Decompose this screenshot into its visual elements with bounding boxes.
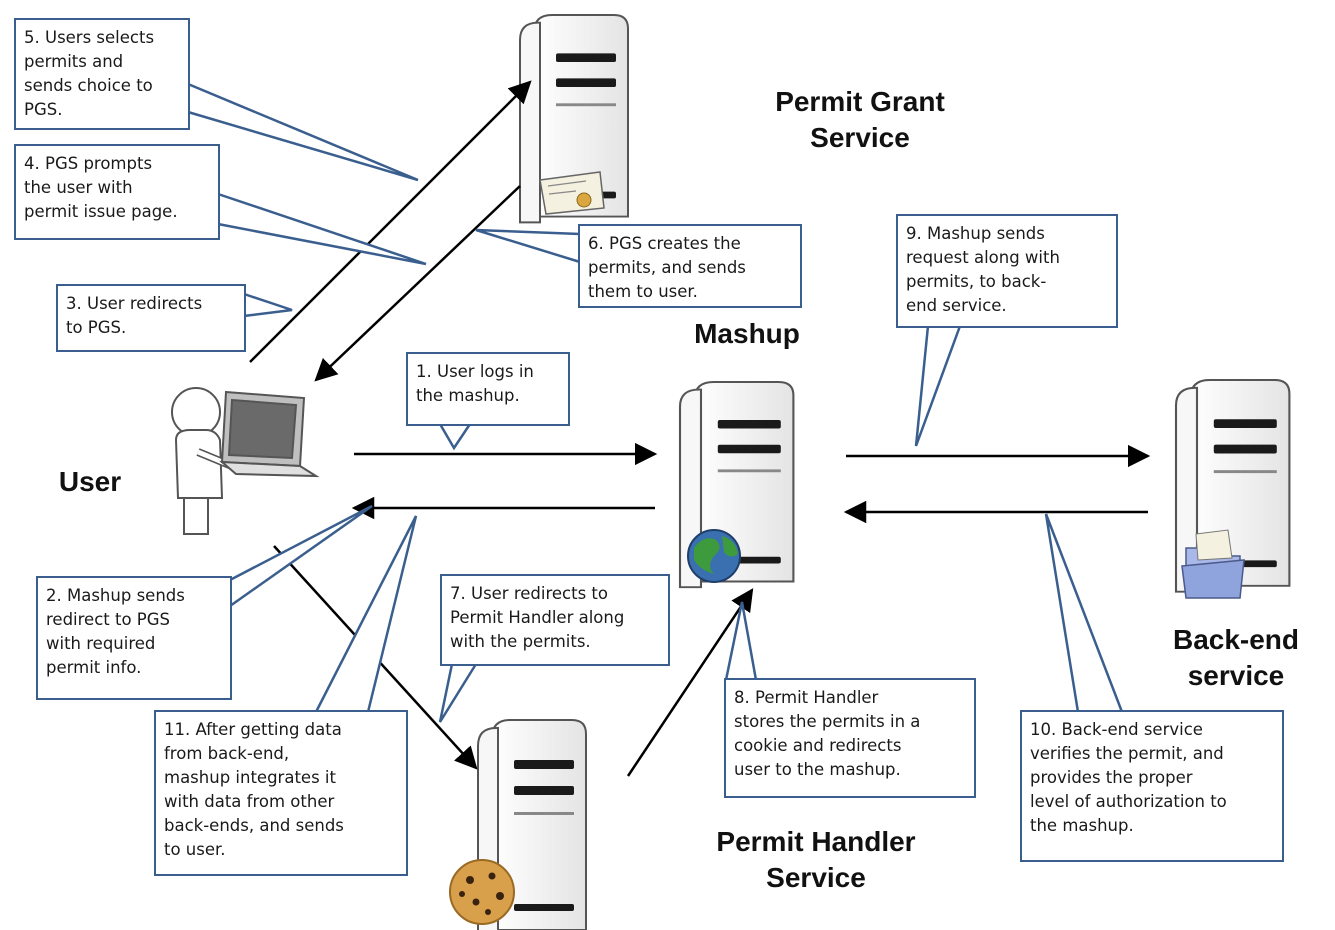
phs-label-line-2: Service xyxy=(766,862,866,894)
arrow-pgs-to-user xyxy=(314,185,521,382)
step-6-callout: 6. PGS creates the permits, and sends th… xyxy=(578,224,802,308)
step-9-callout: 9. Mashup sends request along with permi… xyxy=(896,214,1118,328)
step-11-callout: 11. After getting data from back-end, ma… xyxy=(154,710,408,876)
folder-icon xyxy=(1181,529,1245,599)
globe-icon xyxy=(687,529,741,583)
step-4-callout: 4. PGS prompts the user with permit issu… xyxy=(14,144,220,240)
step-7-callout: 7. User redirects to Permit Handler alon… xyxy=(440,574,670,666)
cookie-icon xyxy=(449,859,515,925)
pgs-label: Permit Grant Service xyxy=(740,84,980,157)
step-1-callout: 1. User logs in the mashup. xyxy=(406,352,570,426)
step-5-callout: 5. Users selects permits and sends choic… xyxy=(14,18,190,130)
backend-label: Back-end service xyxy=(1156,622,1316,695)
pgs-label-line-1: Permit Grant xyxy=(775,86,945,117)
user-with-laptop-icon xyxy=(171,387,320,535)
backend-label-line-2: service xyxy=(1187,660,1285,692)
step-8-callout: 8. Permit Handler stores the permits in … xyxy=(724,678,976,798)
callout-pointers xyxy=(187,82,1124,723)
backend-label-line-1: Back-end xyxy=(1172,624,1300,655)
step-2-callout: 2. Mashup sends redirect to PGS with req… xyxy=(36,576,232,700)
arrow-user-to-pgs xyxy=(249,80,532,363)
mashup-label: Mashup xyxy=(694,318,800,349)
phs-label-line-1: Permit Handler xyxy=(716,826,916,857)
scroll-permit-icon xyxy=(539,171,605,215)
step-10-callout: 10. Back-end service verifies the permit… xyxy=(1020,710,1284,862)
pgs-label-line-2: Service xyxy=(810,122,910,154)
user-label: User xyxy=(58,466,122,497)
step-3-callout: 3. User redirects to PGS. xyxy=(56,284,246,352)
phs-label: Permit Handler Service xyxy=(676,824,956,897)
arrow-phs-to-mashup xyxy=(626,588,754,777)
